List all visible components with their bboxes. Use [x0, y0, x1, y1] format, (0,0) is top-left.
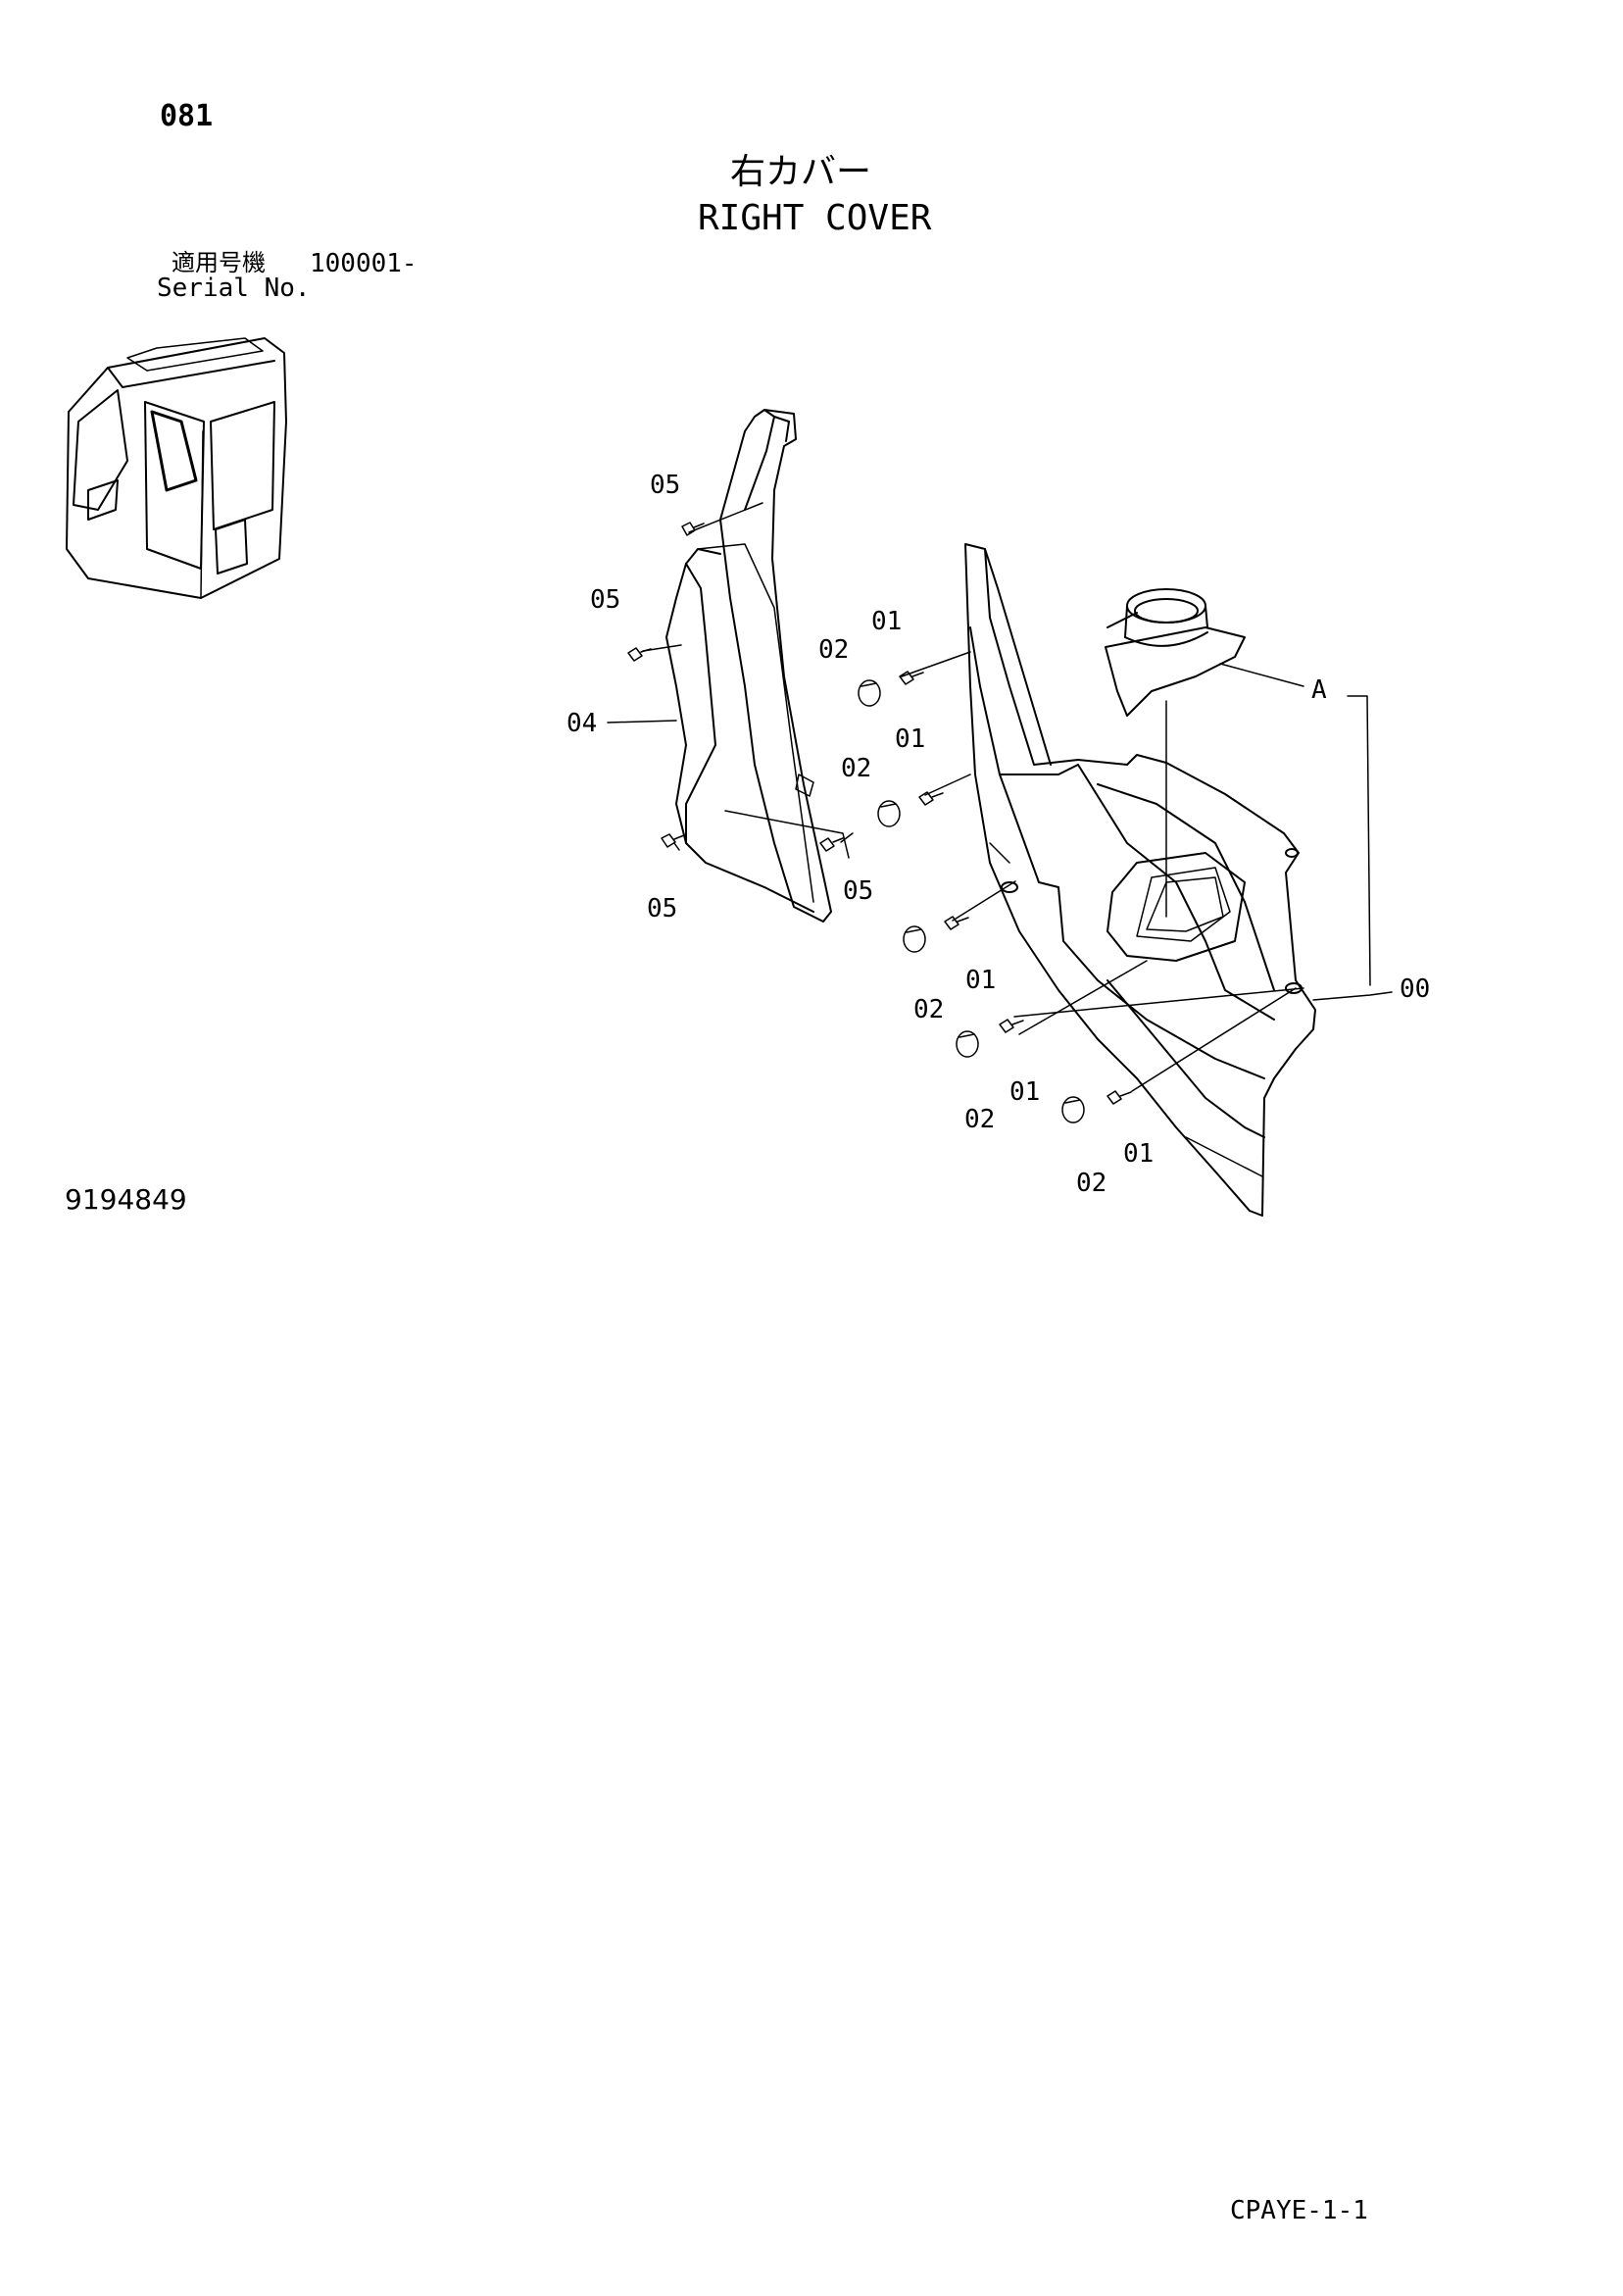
- pillar-cover-part-04: [665, 409, 832, 923]
- duct-assembly-a: [1105, 588, 1246, 918]
- bolt-icon: [918, 791, 944, 806]
- title-english: RIGHT COVER: [698, 198, 932, 238]
- serial-label-english: Serial No.: [157, 274, 311, 303]
- callout-a: A: [1311, 675, 1327, 705]
- hardware-fasteners: [627, 522, 1132, 1123]
- callout-02: 02: [964, 1105, 995, 1134]
- right-cover-part-00: [964, 543, 1316, 1217]
- callout-01: 01: [1009, 1077, 1040, 1107]
- callout-01: 01: [895, 724, 925, 754]
- drawing-number: 9194849: [65, 1183, 187, 1216]
- callout-labels: 05 05 04 05 05 02 01 02 01 01 02 01 02 0…: [566, 471, 1430, 1198]
- callout-02: 02: [913, 995, 944, 1024]
- bolt-icon: [661, 833, 685, 848]
- bolt-icon: [681, 522, 705, 536]
- callout-02: 02: [841, 754, 871, 783]
- callout-00: 00: [1400, 974, 1430, 1004]
- bolt-icon: [944, 916, 969, 930]
- cap-icon: [858, 679, 881, 707]
- serial-number-value: 100001-: [310, 249, 418, 278]
- callout-02: 02: [1076, 1169, 1107, 1198]
- bolt-icon: [819, 837, 844, 852]
- callout-01: 01: [871, 607, 902, 636]
- bolt-icon: [627, 647, 652, 662]
- title-japanese: 右カバー: [730, 152, 872, 192]
- serial-label-japanese: 適用号機: [172, 249, 266, 276]
- cap-icon: [1061, 1096, 1085, 1123]
- cab-locator-illustration: [66, 337, 287, 599]
- callout-01: 01: [965, 966, 996, 995]
- callout-02: 02: [818, 635, 849, 665]
- callout-05: 05: [650, 471, 680, 500]
- page-code: CPAYE-1-1: [1230, 2196, 1368, 2225]
- callout-05: 05: [590, 585, 620, 615]
- cap-icon: [877, 800, 901, 827]
- callout-01: 01: [1123, 1139, 1154, 1169]
- cap-icon: [956, 1030, 979, 1058]
- cap-icon: [903, 925, 926, 953]
- callout-04: 04: [566, 709, 597, 738]
- leader-lines: [607, 502, 1393, 1092]
- callout-05: 05: [647, 894, 677, 923]
- page-number: 081: [160, 99, 214, 133]
- bolt-icon: [899, 671, 924, 685]
- bolt-icon: [1107, 1090, 1132, 1105]
- bolt-icon: [999, 1019, 1024, 1033]
- callout-05: 05: [843, 876, 873, 906]
